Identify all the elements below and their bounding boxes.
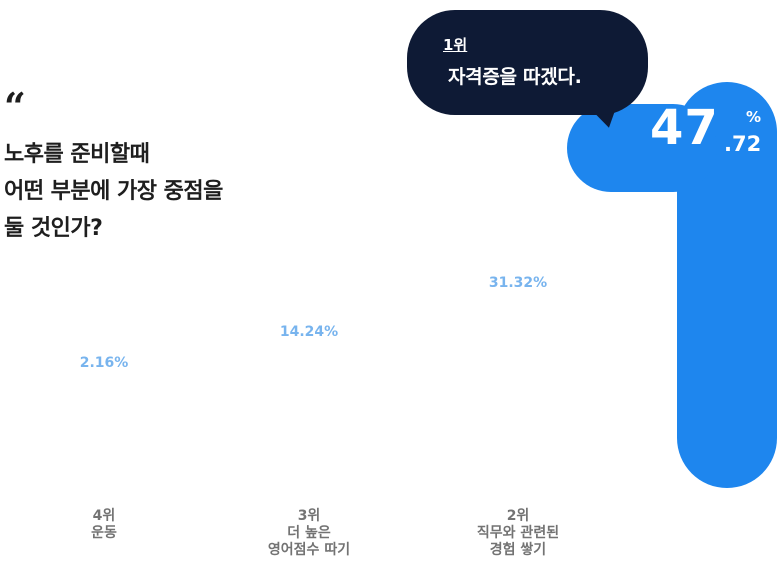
bar-1st (677, 82, 777, 488)
category-rank: 2위 (506, 508, 530, 524)
category-rank: 4위 (92, 508, 116, 524)
value-label: 31.32% (488, 275, 548, 291)
top-rank-label: 1위 (443, 36, 468, 54)
value-label: 14.24% (279, 324, 339, 340)
bar-2 (259, 345, 359, 458)
question-line: 둘 것인가? (4, 216, 103, 241)
value-label: 2.16% (79, 355, 129, 371)
question-title: 노후를 준비할때 어떤 부분에 가장 중점을 둘 것인가? (4, 136, 324, 247)
category-text: 영어점수 따기 (267, 542, 351, 558)
top-value-integer: 47 (650, 100, 719, 156)
quote-mark: “ (4, 84, 26, 129)
bar-3 (468, 211, 568, 458)
top-value-decimal: .72 (724, 132, 762, 156)
bar-1 (54, 440, 154, 458)
top-value-percent-sign: % (746, 108, 762, 126)
question-line: 노후를 준비할때 (4, 142, 150, 167)
category-text: 경험 쌓기 (489, 542, 547, 558)
speech-bubble (407, 10, 648, 115)
category-text: 직무와 관련된 (476, 525, 560, 541)
category-rank: 3위 (297, 508, 321, 524)
bar-1st-flag (567, 104, 717, 192)
category-text: 운동 (91, 525, 117, 541)
top-item-text: 자격증을 따겠다. (448, 66, 582, 88)
category-text: 더 높은 (287, 525, 331, 541)
question-line: 어떤 부분에 가장 중점을 (4, 179, 223, 204)
top-value: 47 % .72 (650, 104, 761, 156)
